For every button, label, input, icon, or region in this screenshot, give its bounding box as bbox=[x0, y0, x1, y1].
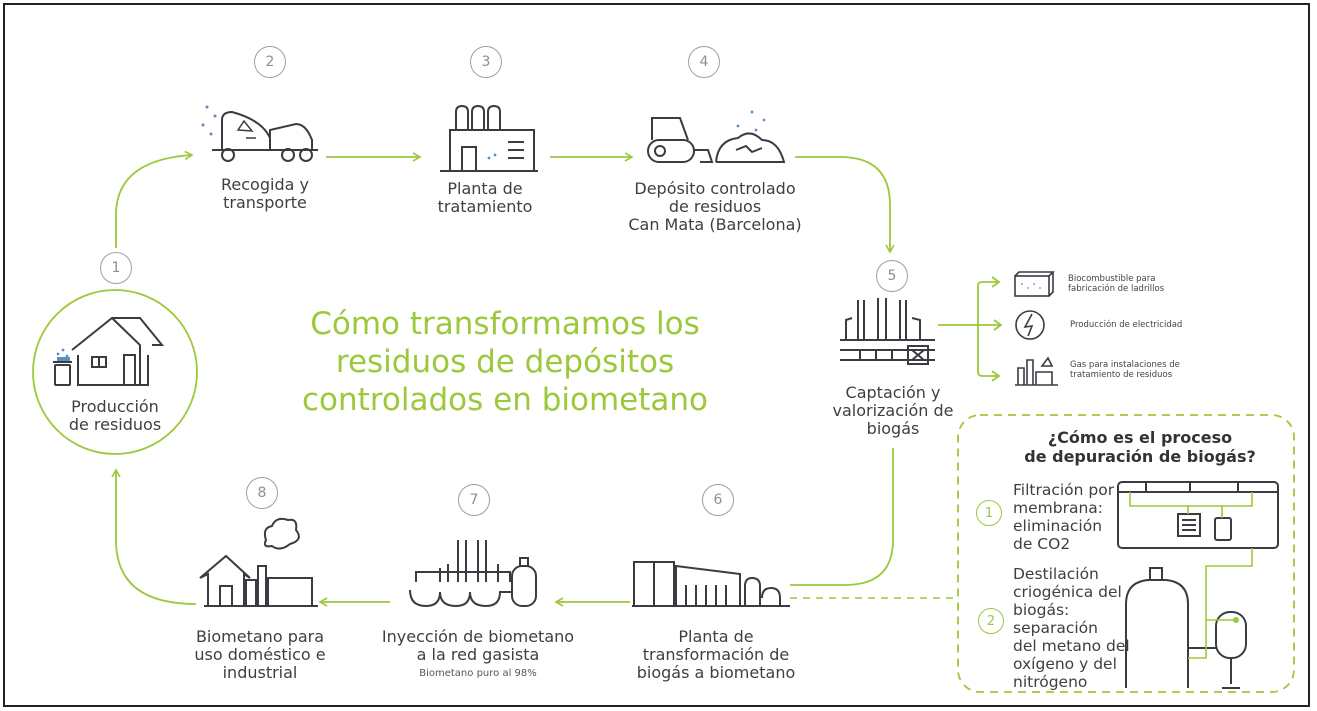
membrane-flow bbox=[1129, 492, 1253, 518]
treatment-facility-icon bbox=[1015, 356, 1058, 386]
step-number-7: 7 bbox=[458, 484, 490, 516]
biogas-capture-icon bbox=[840, 298, 935, 365]
step-number-1: 1 bbox=[100, 252, 132, 284]
arrow-4-5 bbox=[795, 156, 895, 254]
step-label-8: Biometano para uso doméstico e industria… bbox=[194, 627, 326, 682]
membrane-filter-icon bbox=[1117, 481, 1279, 549]
cryogenic-flow bbox=[1188, 548, 1253, 659]
step-number-8: 8 bbox=[246, 477, 278, 509]
use-label-electricity: Producción de electricidad bbox=[1070, 320, 1183, 330]
house-icon bbox=[53, 317, 165, 386]
step-sublabel-7: Biometano puro al 98% bbox=[419, 668, 537, 679]
step-number-6: 6 bbox=[702, 484, 734, 516]
process-step-label-1: Filtración por membrana: eliminación de … bbox=[1013, 481, 1115, 553]
step-label-6: Planta de transformación de biogás a bio… bbox=[636, 627, 796, 682]
flow-arrows bbox=[111, 150, 1003, 607]
gas-injection-icon bbox=[409, 540, 537, 608]
process-step-number-2: 2 bbox=[978, 608, 1004, 634]
step-label-7: Inyección de biometano a la red gasista bbox=[381, 627, 575, 664]
step-label-4: Depósito controlado de residuos Can Mata… bbox=[628, 179, 802, 234]
dots-3 bbox=[487, 153, 497, 160]
cryogenic-tank-icon bbox=[1125, 567, 1247, 689]
arrow-8-1 bbox=[111, 468, 197, 605]
diagram-frame bbox=[3, 3, 1310, 707]
step-label-2: Recogida y transporte bbox=[221, 175, 309, 212]
step-label-3: Planta de tratamiento bbox=[437, 179, 533, 216]
step-number-3: 3 bbox=[470, 46, 502, 78]
brick-icon bbox=[1014, 271, 1055, 297]
dots-2 bbox=[201, 105, 217, 136]
step-number-2: 2 bbox=[254, 46, 286, 78]
dots-4 bbox=[736, 110, 766, 132]
arrow-5-uses bbox=[938, 281, 1000, 377]
step-label-5: Captación y valorización de biogás bbox=[832, 383, 954, 438]
arrow-1-2 bbox=[115, 150, 194, 248]
dots-1 bbox=[56, 348, 70, 361]
use-label-treatment: Gas para instalaciones de tratamiento de… bbox=[1070, 360, 1180, 381]
industry-icon bbox=[199, 517, 318, 607]
process-step-number-1: 1 bbox=[976, 500, 1002, 526]
process-box bbox=[957, 414, 1295, 693]
electricity-icon bbox=[1015, 310, 1045, 340]
process-step-label-2: Destilación criogénica del biogás: separ… bbox=[1013, 565, 1130, 691]
process-title: ¿Cómo es el proceso de depuración de bio… bbox=[1024, 428, 1256, 467]
step-label-1: Producción de residuos bbox=[68, 397, 162, 434]
biomethane-plant-icon bbox=[632, 561, 790, 607]
bulldozer-icon bbox=[647, 117, 786, 163]
step-number-5: 5 bbox=[876, 260, 908, 292]
diagram-title: Cómo transformamos los residuos de depós… bbox=[302, 306, 708, 418]
step-1-circle bbox=[32, 289, 198, 455]
use-label-bricks: Biocombustible para fabricación de ladri… bbox=[1068, 274, 1165, 295]
step-number-4: 4 bbox=[688, 46, 720, 78]
arrow-5-6 bbox=[790, 448, 894, 586]
factory-icon bbox=[440, 104, 538, 172]
truck-icon bbox=[212, 110, 318, 162]
